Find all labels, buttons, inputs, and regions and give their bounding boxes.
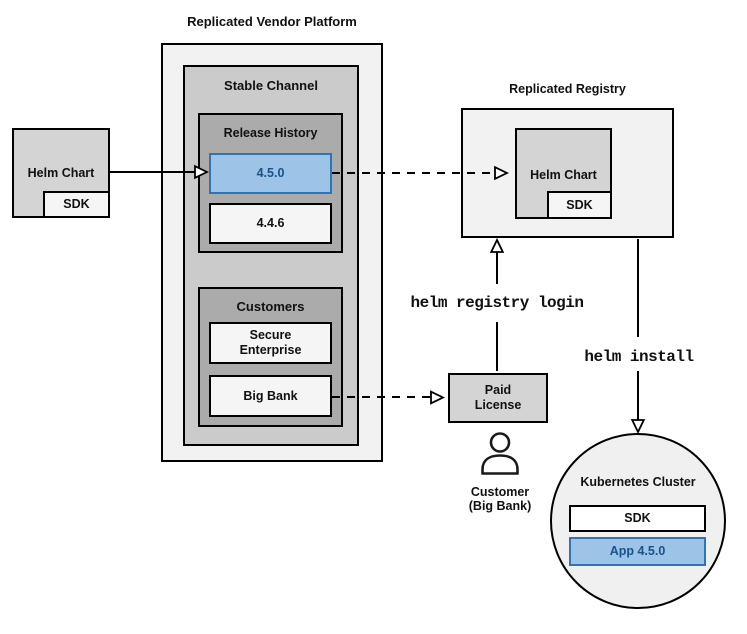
release-4-5-0-box: 4.5.0 (209, 153, 332, 194)
customer-caption: Customer (Big Bank) (468, 485, 532, 514)
customer-secure-enterprise-box: Secure Enterprise (209, 322, 332, 364)
customers-title: Customers (236, 299, 305, 314)
registry-sdk-box: SDK (547, 191, 612, 219)
kubernetes-cluster-title: Kubernetes Cluster (580, 475, 696, 489)
cluster-sdk-box: SDK (569, 505, 706, 532)
release-4-4-6-box: 4.4.6 (209, 203, 332, 244)
helm-registry-login-label: helm registry login (410, 294, 584, 312)
source-sdk-box: SDK (43, 191, 110, 218)
person-icon (480, 430, 520, 476)
source-sdk-label: SDK (63, 197, 90, 211)
cluster-sdk-label: SDK (624, 511, 651, 525)
registry-to-cluster-arrow (630, 239, 646, 435)
helm-install-label: helm install (584, 348, 694, 366)
platform-title: Replicated Vendor Platform (187, 14, 357, 29)
registry-sdk-label: SDK (566, 197, 593, 212)
paid-license-label: Paid License (474, 383, 522, 412)
registry-title: Replicated Registry (509, 82, 626, 96)
paid-license-box: Paid License (448, 373, 548, 423)
stable-channel-title: Stable Channel (224, 78, 318, 93)
release-4-5-0-label: 4.5.0 (256, 166, 285, 180)
customer-secure-enterprise-label: Secure Enterprise (239, 328, 302, 357)
registry-helm-chart-label: Helm Chart (530, 168, 597, 182)
release-4-4-6-label: 4.4.6 (256, 216, 285, 230)
cluster-app-label: App 4.5.0 (609, 544, 666, 558)
cluster-app-box: App 4.5.0 (569, 537, 706, 566)
customer-big-bank-box: Big Bank (209, 375, 332, 417)
release-history-title: Release History (223, 126, 318, 140)
source-helm-chart-label: Helm Chart (27, 166, 95, 180)
customer-big-bank-label: Big Bank (243, 388, 298, 403)
